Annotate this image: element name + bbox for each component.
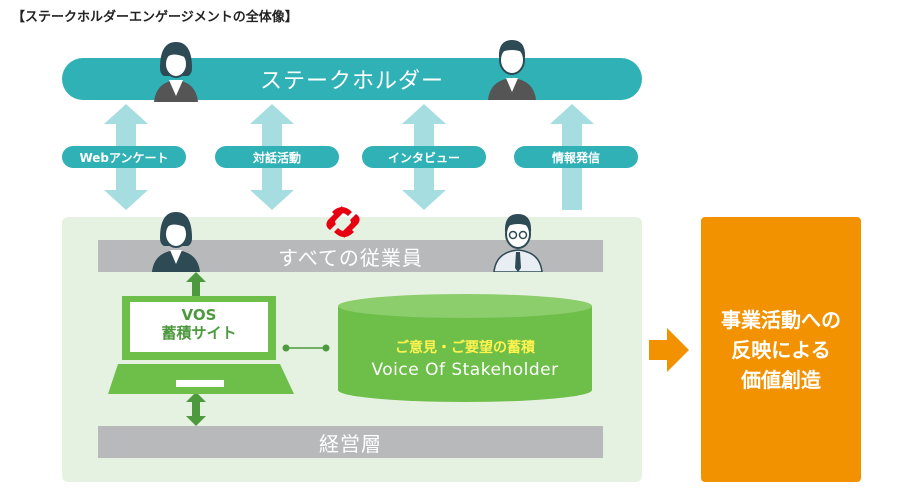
stakeholders-label: ステークホルダー [259,69,444,94]
diagram-title: 【ステークホルダーエンゲージメントの全体像】 [12,10,298,25]
result-line3: 価値創造 [741,367,821,392]
result-line2: 反映による [731,337,831,362]
channel-web-survey: Webアンケート [62,146,186,168]
database-line2: Voice Of Stakeholder [371,360,559,380]
channel-interview: インタビュー [362,146,486,168]
vos-site-label: VOS 蓄積サイト [130,306,268,342]
all-employees-label: すべての従業員 [278,245,423,270]
female-stakeholder-icon [154,42,198,102]
database-line1: ご意見・ご要望の蓄積 [395,340,535,356]
database-cylinder-icon [338,294,592,402]
male-employee-icon [493,214,543,272]
connector-line [282,344,330,352]
management-label: 経営層 [319,431,382,456]
company-logo-icon [326,206,360,238]
laptop-icon [108,296,294,394]
vos-site-line2: 蓄積サイト [161,324,237,342]
channel-information: 情報発信 [514,146,638,168]
male-stakeholder-icon [488,40,536,100]
female-employee-icon [152,212,200,272]
database-label: ご意見・ご要望の蓄積 Voice Of Stakeholder [338,338,592,382]
vos-management-arrow-icon [186,392,206,426]
value-creation-box: 事業活動への 反映による 価値創造 [701,217,861,482]
result-line1: 事業活動への [721,307,841,332]
right-arrow-icon [649,328,689,372]
channel-dialogue: 対話活動 [215,146,339,168]
vos-site-line1: VOS [181,306,217,324]
management-bar: 経営層 [98,426,603,458]
